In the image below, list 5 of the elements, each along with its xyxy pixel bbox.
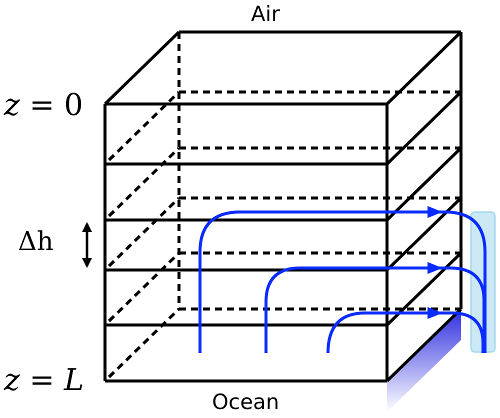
layer-thickness-label: Δh	[18, 229, 54, 255]
depth-label: z = 0	[4, 91, 84, 121]
air-label: Air	[251, 4, 280, 25]
depth-label: z = L	[4, 366, 84, 396]
ocean-label: Ocean	[212, 392, 280, 413]
